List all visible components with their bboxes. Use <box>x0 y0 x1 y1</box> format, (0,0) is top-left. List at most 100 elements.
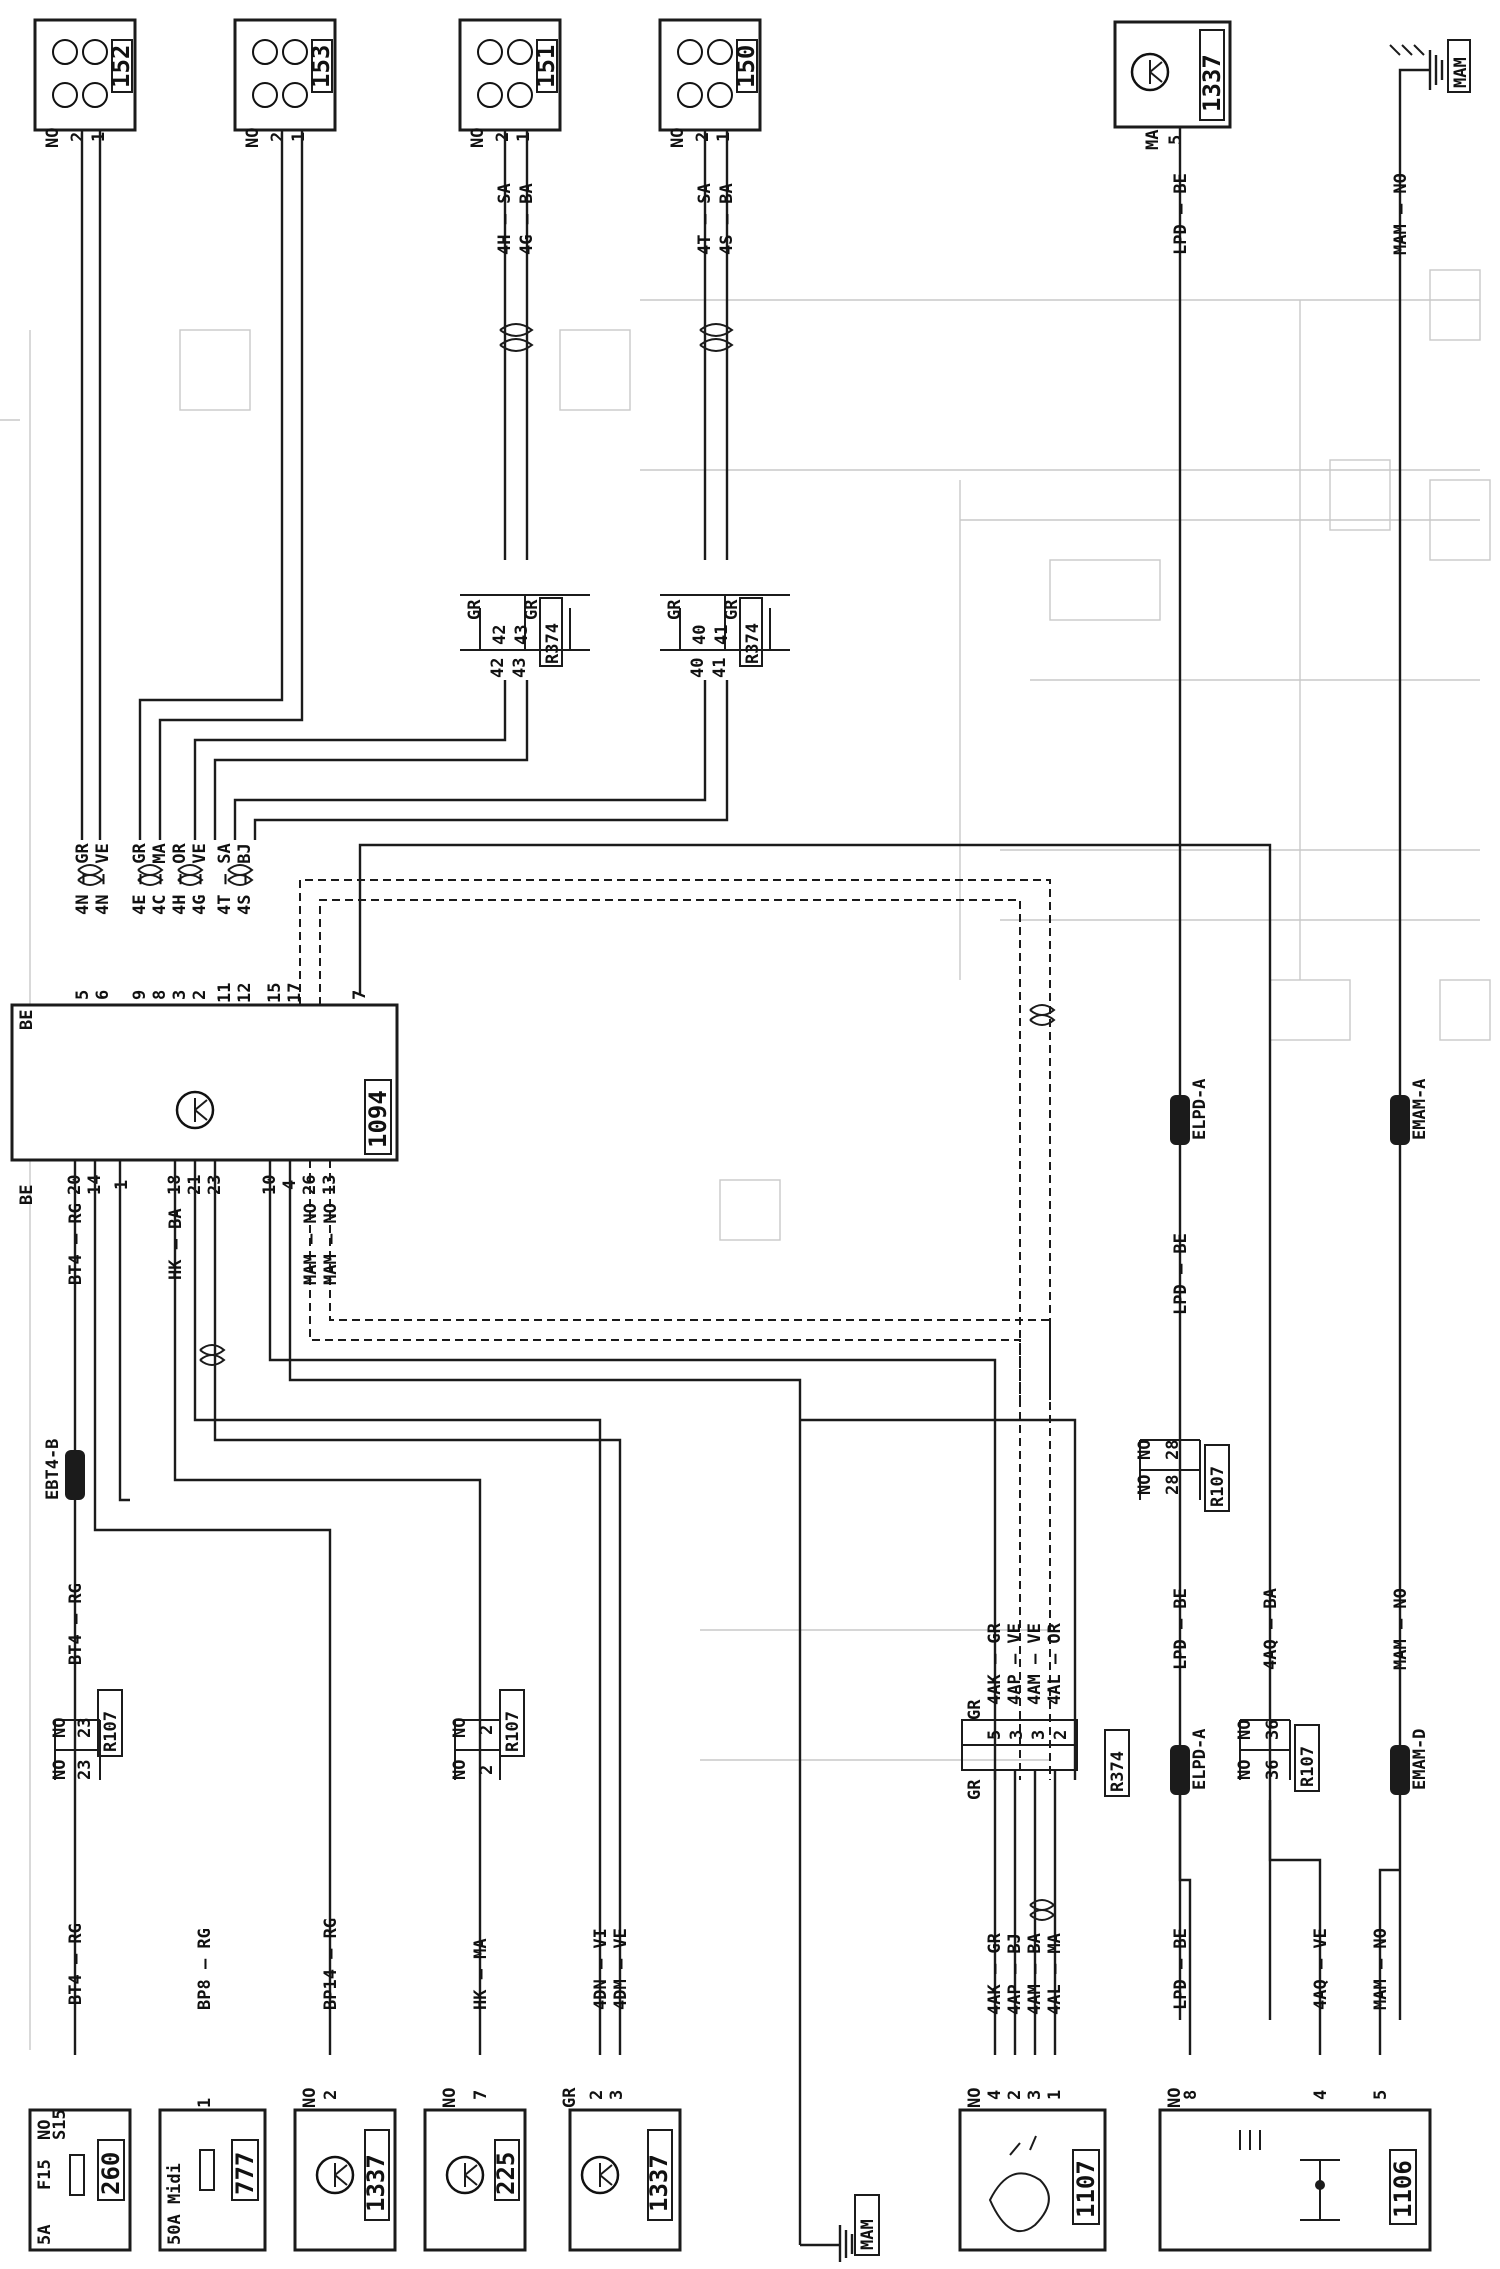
component-151-number: 151 <box>532 45 560 88</box>
svg-text:HK — MA: HK — MA <box>471 1938 491 2010</box>
svg-text:2: 2 <box>268 132 288 142</box>
svg-text:ELPD-A: ELPD-A <box>1190 1079 1210 1140</box>
lower-right-wires <box>1178 1780 1400 2055</box>
svg-text:4S — BA: 4S — BA <box>717 183 737 255</box>
splice-elpd-a-1: ELPD-A <box>1170 1079 1210 1145</box>
svg-text:NO: NO <box>1235 1720 1255 1740</box>
svg-text:NO: NO <box>243 128 263 148</box>
svg-text:4: 4 <box>985 2090 1005 2100</box>
svg-text:BE: BE <box>17 1185 37 1205</box>
component-1337-top: 1337 MA 5 <box>1113 20 1232 150</box>
svg-text:4T — SA: 4T — SA <box>695 183 715 255</box>
svg-text:1337: 1337 <box>645 2154 673 2212</box>
r374c-wires: 4AK — GR 4AP — VE 4AM — VE 4AL — OR 4AK … <box>800 1418 1077 2055</box>
svg-text:NO: NO <box>1135 1440 1155 1460</box>
lower-wires-1094 <box>73 1160 1051 2245</box>
component-150-number: 150 <box>732 45 760 88</box>
svg-text:4AL — OR: 4AL — OR <box>1045 1622 1065 1705</box>
svg-text:36: 36 <box>1263 1760 1283 1780</box>
component-151: 151 NO 2 1 <box>458 18 562 148</box>
connector-r107-a: NO NO 23 23 R107 <box>50 1689 123 1780</box>
svg-text:3: 3 <box>1029 1730 1049 1740</box>
svg-text:R374: R374 <box>743 623 763 664</box>
svg-text:4T — SA: 4T — SA <box>215 843 235 915</box>
svg-text:7: 7 <box>471 2090 491 2100</box>
svg-text:4DN — VI: 4DN — VI <box>591 1928 611 2010</box>
svg-text:4N — VE: 4N — VE <box>93 843 113 915</box>
svg-text:BT4 — RG: BT4 — RG <box>66 1923 86 2005</box>
svg-text:4H — OR: 4H — OR <box>170 843 190 915</box>
svg-text:EMAM-A: EMAM-A <box>1410 1079 1430 1140</box>
svg-text:2: 2 <box>68 132 88 142</box>
svg-text:S15: S15 <box>50 2109 70 2140</box>
svg-text:15: 15 <box>265 983 285 1003</box>
svg-text:MAM — NO: MAM — NO <box>1391 1588 1411 1670</box>
svg-text:1337: 1337 <box>362 2154 390 2212</box>
svg-text:R107: R107 <box>1298 1746 1318 1787</box>
svg-text:2: 2 <box>477 1725 497 1735</box>
svg-text:4AL — MA: 4AL — MA <box>1045 1933 1065 2015</box>
svg-text:4AQ — BA: 4AQ — BA <box>1261 1588 1281 1670</box>
svg-text:4G — VE: 4G — VE <box>190 843 210 915</box>
ground-mam-bottom: MAM <box>800 2194 880 2262</box>
svg-text:23: 23 <box>75 1760 95 1780</box>
svg-text:3: 3 <box>1007 1730 1027 1740</box>
svg-text:LPD — BE: LPD — BE <box>1171 1233 1191 1315</box>
svg-text:12: 12 <box>235 983 255 1003</box>
svg-text:R107: R107 <box>503 1711 523 1752</box>
svg-text:4AQ — VE: 4AQ — VE <box>1311 1928 1331 2010</box>
svg-text:LPD — BE: LPD — BE <box>1171 1588 1191 1670</box>
svg-text:1106: 1106 <box>1389 2160 1417 2218</box>
svg-text:MAM: MAM <box>1451 57 1471 88</box>
svg-text:LPD — BE: LPD — BE <box>1171 1928 1191 2010</box>
svg-text:LPD — BE: LPD — BE <box>1171 173 1191 255</box>
component-153-number: 153 <box>307 45 335 88</box>
svg-text:2: 2 <box>493 132 513 142</box>
svg-text:BE: BE <box>17 1010 37 1030</box>
svg-text:40: 40 <box>688 658 708 678</box>
component-1094-number: 1094 <box>364 1090 392 1148</box>
svg-text:28: 28 <box>1163 1440 1183 1460</box>
svg-text:1: 1 <box>514 132 534 142</box>
splice-emam-a: EMAM-A <box>1390 1079 1430 1145</box>
svg-text:EBT4-B: EBT4-B <box>43 1439 63 1500</box>
svg-text:41: 41 <box>710 658 730 678</box>
svg-text:BT4 — RG: BT4 — RG <box>66 1203 86 1285</box>
svg-text:BP14 — RG: BP14 — RG <box>321 1918 341 2010</box>
svg-text:5A: 5A <box>35 2225 55 2245</box>
svg-text:GR: GR <box>965 1699 985 1720</box>
svg-text:NO: NO <box>1235 1760 1255 1780</box>
connector-r374-c: GR GR R374 5 3 3 2 <box>961 1699 1130 1800</box>
svg-text:5: 5 <box>985 1730 1005 1740</box>
svg-text:3: 3 <box>170 990 190 1000</box>
svg-text:GR: GR <box>665 599 685 620</box>
connector-r374-a: GR GR 42 43 42 43 R374 <box>460 594 590 678</box>
svg-text:4H — SA: 4H — SA <box>495 183 515 255</box>
component-225: 225 NO 7 <box>423 2088 527 2252</box>
svg-text:4AK — GR: 4AK — GR <box>985 1932 1005 2015</box>
svg-text:NO: NO <box>50 1760 70 1780</box>
svg-text:3: 3 <box>607 2090 627 2100</box>
svg-text:7: 7 <box>350 990 370 1000</box>
component-152: 152 NO 2 1 <box>33 18 137 148</box>
svg-text:ELPD-A: ELPD-A <box>1190 1729 1210 1790</box>
svg-text:NO: NO <box>50 1718 70 1738</box>
connector-r107-c: NO NO 28 28 R107 <box>1135 1439 1230 1512</box>
svg-text:1107: 1107 <box>1072 2160 1100 2218</box>
svg-text:26: 26 <box>300 1175 320 1195</box>
connector-r107-b: NO NO 2 2 R107 HK — MA 4DN — VI 4DM — VE <box>450 1689 631 2010</box>
svg-text:MAM — NO: MAM — NO <box>301 1203 321 1285</box>
component-777: 777 50A Midi 1 <box>158 2098 267 2252</box>
svg-text:1: 1 <box>1045 2090 1065 2100</box>
svg-text:41: 41 <box>712 625 732 645</box>
pins-bottom-1094: 20 14 1 18 21 23 10 4 26 13 <box>65 1175 340 1195</box>
wire-labels-top: 4N — GR 4N — VE 4E — GR 4C — MA 4H — OR … <box>73 173 1411 915</box>
mid-wires <box>193 680 1272 2020</box>
wire-label-bt4-rg-b: BT4 — RG BT4 — RG BP8 — RG BP14 — RG HK … <box>66 1208 341 2010</box>
svg-text:50A Midi: 50A Midi <box>165 2163 185 2245</box>
svg-text:NO: NO <box>300 2088 320 2108</box>
svg-text:NO: NO <box>668 128 688 148</box>
svg-text:42: 42 <box>490 625 510 645</box>
svg-text:MAM: MAM <box>858 2219 878 2250</box>
